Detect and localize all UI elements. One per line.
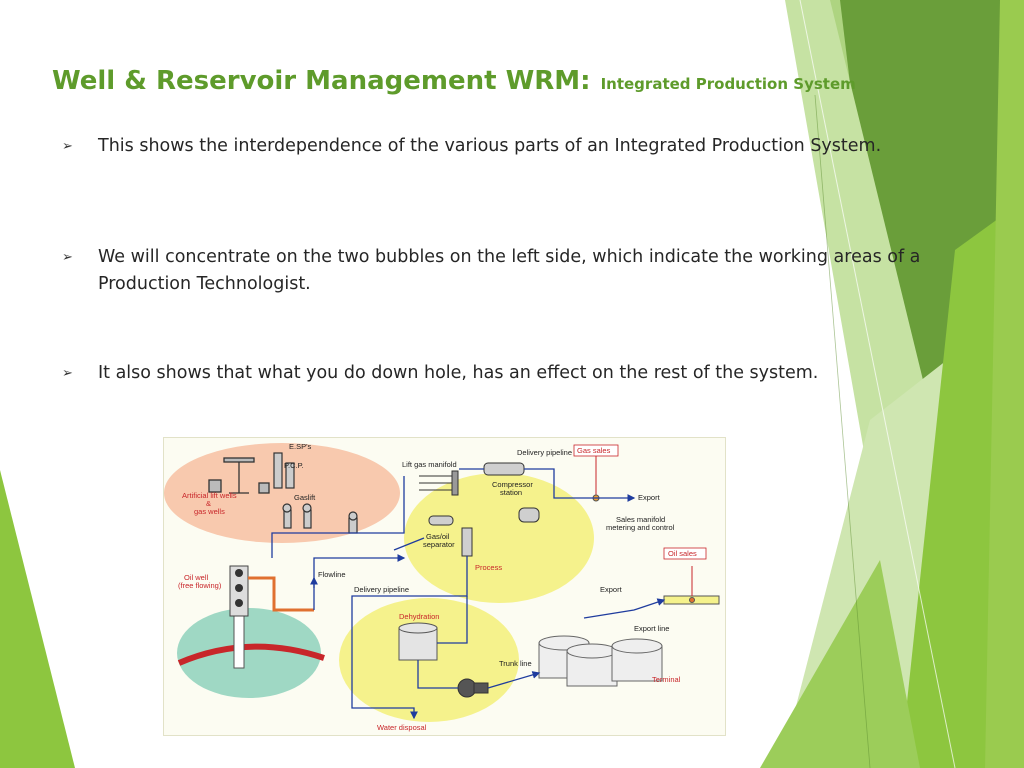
label-artificial-lift-2: & xyxy=(206,499,211,508)
gaslift-well-icon xyxy=(282,503,358,534)
esp-well-icon xyxy=(273,452,295,489)
separator-icon xyxy=(428,515,473,557)
gas-sales-box xyxy=(573,444,619,457)
lift-gas-manifold-icon xyxy=(419,470,459,496)
label-esps: E.SP's xyxy=(289,442,312,451)
wellhead-valve-icon xyxy=(235,569,243,577)
flowline-to-manifold xyxy=(313,554,406,610)
dehydration-tank-icon xyxy=(398,622,438,661)
label-oil-sales: Oil sales xyxy=(668,549,697,558)
label-lift-gas-manifold: Lift gas manifold xyxy=(402,460,457,469)
label-export-mid: Export xyxy=(600,585,623,594)
label-delivery-pipeline-mid: Delivery pipeline xyxy=(354,585,409,594)
lift-gas-line xyxy=(271,476,405,558)
green-shape-bottom xyxy=(760,560,920,768)
wellhead-valve-icon xyxy=(235,584,243,592)
bullet-text-2: We will concentrate on the two bubbles o… xyxy=(98,247,921,294)
label-terminal: Terminal xyxy=(652,675,681,684)
label-gas-sales: Gas sales xyxy=(577,446,611,455)
bullet-arrow-icon: ➢ xyxy=(62,250,73,265)
label-process: Process xyxy=(475,563,502,572)
reservoir-layer xyxy=(177,643,325,666)
label-sales-manifold-1: Sales manifold xyxy=(616,515,665,524)
pumpjack-icon xyxy=(208,457,270,494)
label-compressor-1: Compressor xyxy=(492,480,533,489)
slide-title: Well & Reservoir Management WRM: Integrat… xyxy=(52,66,856,96)
bullet-item-1: ➢ This shows the interdependence of the … xyxy=(62,133,942,160)
compressor-icon xyxy=(483,462,540,523)
oil-sales-meter-icon xyxy=(663,566,720,605)
divider-line xyxy=(799,0,956,768)
bullet-item-3: ➢ It also shows that what you do down ho… xyxy=(62,360,942,387)
bullet-arrow-icon: ➢ xyxy=(62,139,73,154)
artificial-lift-bubble xyxy=(164,443,400,543)
label-artificial-lift-1: Artificial lift wells xyxy=(182,491,237,500)
reservoir-bubble xyxy=(177,608,321,698)
label-water-disposal: Water disposal xyxy=(377,723,427,732)
manifold-to-separator xyxy=(393,537,425,551)
label-artificial-lift-3: gas wells xyxy=(194,507,225,516)
label-oil-well-2: (free flowing) xyxy=(178,581,222,590)
bullet-arrow-icon: ➢ xyxy=(62,366,73,381)
pump-to-trunk xyxy=(487,671,541,689)
bullet-text-3: It also shows that what you do down hole… xyxy=(98,363,819,383)
terminal-to-export xyxy=(583,598,666,619)
process-to-delivery xyxy=(351,556,468,720)
dehydration-to-pump xyxy=(417,660,458,689)
terminal-tank-icon xyxy=(538,635,663,687)
bullet-item-2: ➢ We will concentrate on the two bubbles… xyxy=(62,244,942,298)
title-subtitle: Integrated Production System xyxy=(600,75,856,93)
production-system-diagram: E.SP's P.C.P. Artificial lift wells & ga… xyxy=(163,437,726,736)
compressor-to-export xyxy=(524,468,636,502)
label-separator-2: separator xyxy=(423,540,455,549)
delivery-pipeline-mid xyxy=(437,596,468,644)
green-shape-left xyxy=(0,470,75,768)
label-oil-well-1: Oil well xyxy=(184,573,209,582)
title-main: Well & Reservoir Management WRM: xyxy=(52,66,591,96)
oil-sales-box xyxy=(663,547,707,560)
process-bubble xyxy=(404,473,594,603)
bullet-text-1: This shows the interdependence of the va… xyxy=(98,136,882,156)
label-export-top: Export xyxy=(638,493,661,502)
label-export-line: Export line xyxy=(634,624,669,633)
label-trunk-line: Trunk line xyxy=(499,659,532,668)
diagram-canvas: E.SP's P.C.P. Artificial lift wells & ga… xyxy=(164,442,720,732)
label-pcp: P.C.P. xyxy=(284,461,304,470)
label-delivery-pipeline-top: Delivery pipeline xyxy=(517,448,572,457)
label-flowline: Flowline xyxy=(318,570,346,579)
label-gaslift: Gaslift xyxy=(294,493,316,502)
wellhead-valve-icon xyxy=(235,599,243,607)
label-separator-1: Gas/oil xyxy=(426,532,450,541)
label-dehydration: Dehydration xyxy=(399,612,439,621)
green-shape-bright xyxy=(985,0,1024,768)
divider-line-2 xyxy=(814,94,871,768)
label-compressor-2: station xyxy=(500,488,522,497)
label-sales-manifold-2: metering and control xyxy=(606,523,675,532)
flowline-pipe xyxy=(248,576,314,612)
